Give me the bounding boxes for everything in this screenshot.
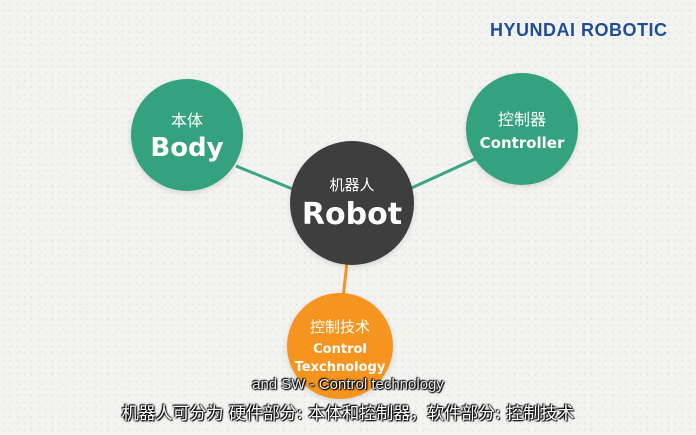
connector-robot-tech — [341, 261, 349, 299]
subtitle-chinese: 机器人可分为 硬件部分: 本体和控制器，软件部分: 控制技术 — [121, 404, 575, 424]
node-robot-zh: 机器人 — [329, 176, 375, 194]
connector-body-robot — [235, 164, 301, 194]
brand-logo: HYUNDAI ROBOTIC — [490, 20, 668, 40]
node-robot-en: Robot — [301, 197, 403, 232]
node-body-zh: 本体 — [170, 111, 203, 130]
node-tech-en-line2: Texchnology — [294, 359, 386, 375]
node-controller: 控制器 Controller — [466, 73, 578, 185]
connector-controller-robot — [406, 157, 476, 192]
subtitle-english: and SW - Control technology — [252, 376, 444, 393]
node-robot: 机器人 Robot — [290, 141, 414, 265]
node-tech-en-line1: Control — [313, 341, 367, 357]
node-controller-zh: 控制器 — [497, 110, 546, 129]
node-controller-en: Controller — [479, 134, 565, 152]
node-body: 本体 Body — [131, 79, 243, 191]
node-control-technology: 控制技术 Control Texchnology — [287, 293, 393, 399]
node-tech-zh: 控制技术 — [309, 317, 370, 336]
node-body-en: Body — [150, 133, 224, 163]
